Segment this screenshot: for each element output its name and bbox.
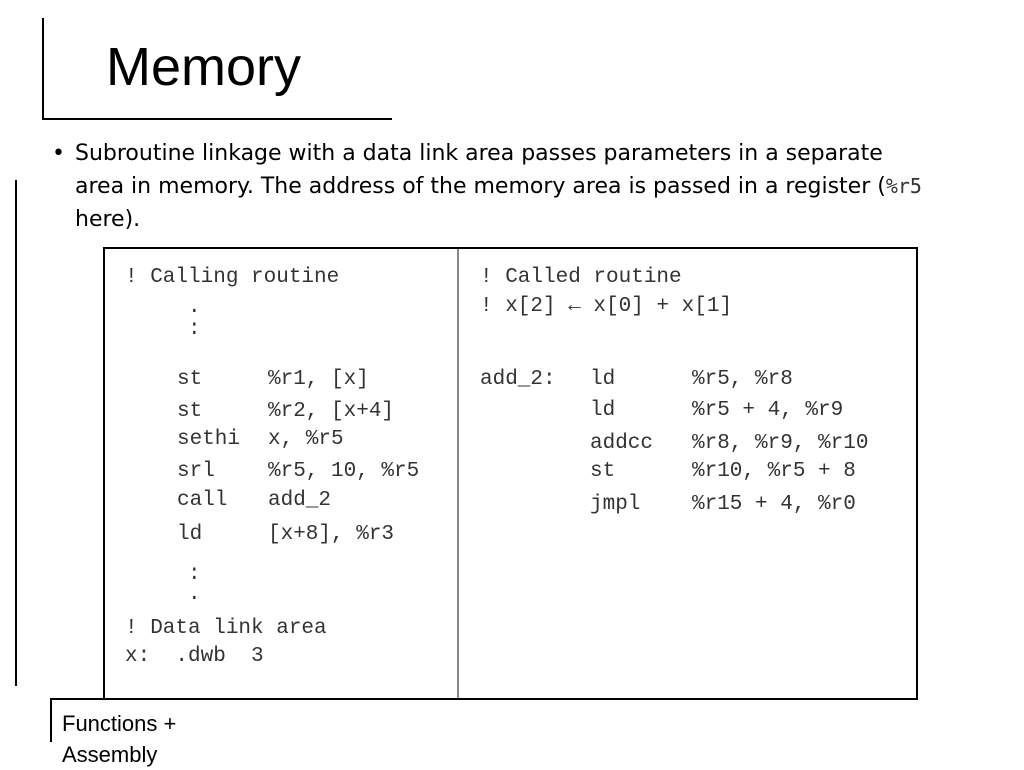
operation-comment: ! x[2] ← x[0] + x[1]	[480, 295, 733, 318]
ellipsis-dot: .	[188, 296, 201, 319]
code-line-op: ld	[177, 523, 203, 546]
bullet-text-before: Subroutine linkage with a data link area…	[75, 141, 886, 199]
bullet-text-after: here).	[75, 207, 141, 232]
subroutine-label: add_2:	[480, 368, 556, 391]
code-line-op: st	[590, 460, 616, 483]
code-line-args: %r8, %r9, %r10	[692, 432, 869, 455]
code-figure: ! Calling routine . : st %r1, [x] st %r2…	[103, 247, 918, 700]
ellipsis-dot: .	[188, 583, 201, 606]
bullet-text: Subroutine linkage with a data link area…	[75, 137, 922, 236]
column-divider	[457, 249, 459, 698]
title-vertical-rule	[42, 18, 44, 118]
content-vertical-rule	[15, 180, 17, 686]
footer-line-2: Assembly	[62, 742, 158, 767]
ellipsis-colon: :	[188, 563, 201, 586]
code-line-args: %r2, [x+4]	[268, 400, 395, 423]
footer-vertical-rule	[50, 698, 52, 742]
title-horizontal-rule	[42, 118, 392, 120]
code-line-op: jmpl	[590, 493, 641, 516]
code-line-args: %r5 + 4, %r9	[692, 399, 844, 422]
code-line-args: x, %r5	[268, 428, 344, 451]
code-line-op: sethi	[177, 428, 241, 451]
bullet-dot: •	[52, 141, 65, 166]
code-line-args: %r1, [x]	[268, 368, 369, 391]
ellipsis-colon: :	[188, 318, 201, 341]
slide-title: Memory	[106, 37, 302, 97]
slide-footer: Functions + Assembly	[62, 708, 176, 770]
code-line-op: call	[177, 489, 228, 512]
code-line-args: add_2	[268, 489, 332, 512]
code-line-args: %r10, %r5 + 8	[692, 460, 856, 483]
footer-line-1: Functions +	[62, 711, 177, 736]
code-line-op: ld	[590, 399, 616, 422]
code-line-op: st	[177, 400, 203, 423]
code-line-args: [x+8], %r3	[268, 523, 395, 546]
code-line-op: srl	[177, 460, 215, 483]
called-routine-comment: ! Called routine	[480, 266, 682, 289]
code-line-op: st	[177, 368, 203, 391]
code-line-op: addcc	[590, 432, 654, 455]
code-line-args: %r15 + 4, %r0	[692, 493, 856, 516]
bullet-item: • Subroutine linkage with a data link ar…	[52, 137, 922, 236]
code-line-args: %r5, 10, %r5	[268, 460, 420, 483]
data-link-declaration: x: .dwb 3	[125, 645, 264, 668]
calling-routine-comment: ! Calling routine	[125, 266, 340, 289]
code-line-op: ld	[590, 368, 616, 391]
data-link-comment: ! Data link area	[125, 617, 327, 640]
bullet-code-register: %r5	[885, 174, 922, 198]
code-line-args: %r5, %r8	[692, 368, 793, 391]
